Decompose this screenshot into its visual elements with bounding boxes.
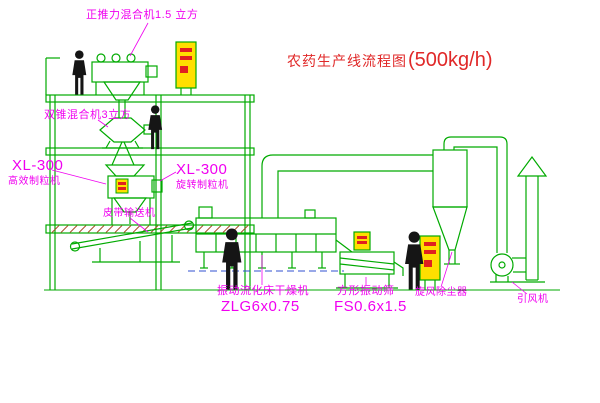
label-dryer-name: 振动流化床干燥机 xyxy=(217,285,309,297)
screen-control-box xyxy=(353,231,371,251)
diagram-title-text: 农药生产线流程图 xyxy=(287,53,407,69)
worker-figure xyxy=(72,50,87,95)
diagram-title-capacity: (500kg/h) xyxy=(408,49,493,71)
label-cyclone: 旋风除尘器 xyxy=(415,287,468,298)
worker-figure xyxy=(222,228,242,290)
granulator-control-box xyxy=(115,178,129,194)
vibrating-screen xyxy=(336,251,404,289)
label-top-mixer: 正推力混合机1.5 立方 xyxy=(86,9,199,21)
exhaust-duct xyxy=(261,154,433,218)
worker-figures xyxy=(72,50,424,290)
label-granulator-center-model: XL-300 xyxy=(176,161,228,178)
exhaust-stack xyxy=(516,155,548,281)
cyclone-dust-collector xyxy=(432,149,468,265)
label-granulator-left-model: XL-300 xyxy=(12,157,64,174)
label-granulator-center-name: 旋转制粒机 xyxy=(176,180,229,191)
label-belt-conveyor: 皮带输送机 xyxy=(103,208,156,219)
worker-figure xyxy=(148,105,163,150)
induced-draft-fan xyxy=(490,253,545,283)
label-granulator-left-name: 高效制粒机 xyxy=(8,176,61,187)
label-cone-mixer: 双锥混合机3立方 xyxy=(44,109,132,121)
fluid-bed-dryer xyxy=(195,206,353,269)
double-cone-mixer xyxy=(99,117,154,166)
label-screen-name: 方形振动筛 xyxy=(337,285,395,297)
cyclone-control-panel xyxy=(419,235,441,290)
label-dryer-model: ZLG6x0.75 xyxy=(221,298,300,315)
label-screen-model: FS0.6x1.5 xyxy=(334,298,407,315)
top-mixer xyxy=(91,53,158,118)
granulator xyxy=(104,164,163,225)
floor-hatch xyxy=(51,225,249,233)
belt-conveyor xyxy=(69,220,195,263)
cyclone-outlet-duct xyxy=(443,136,508,253)
top-control-panel xyxy=(175,41,197,95)
leader-lines xyxy=(51,22,528,295)
diagram-title: 农药生产线流程图 (500kg/h) xyxy=(287,50,493,70)
label-fan: 引风机 xyxy=(517,294,549,305)
